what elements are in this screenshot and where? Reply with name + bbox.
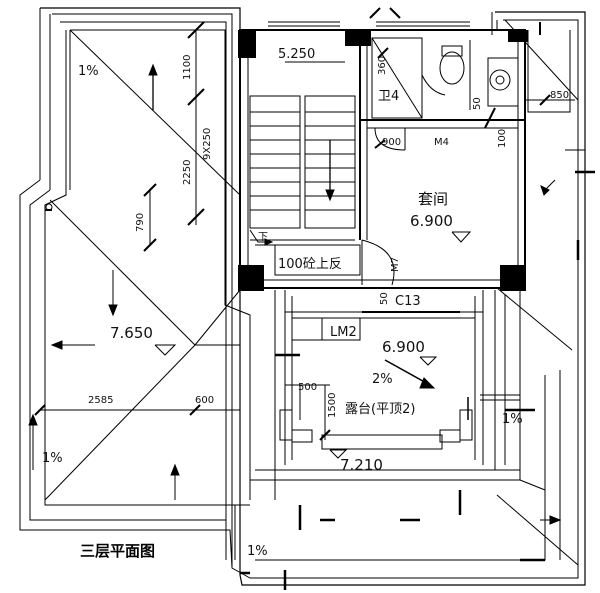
elevation-marker-roof [154, 344, 177, 356]
terrace-dim-500: 500 [298, 382, 317, 393]
stair-landing-elevation: 5.250 [278, 47, 315, 62]
door-lm2-label: LM2 [330, 325, 357, 340]
elevation-marker-terrace-lower [329, 449, 348, 459]
terrace-slope: 2% [372, 372, 393, 387]
bathroom-dim-360: 360 [377, 56, 388, 75]
bathroom-dim-100: 100 [497, 129, 508, 148]
concrete-curb-note: 100砼上反 [278, 257, 342, 272]
window-c13-label: C13 [395, 294, 421, 309]
plan-linework [19, 7, 595, 590]
dim-50-lower: 50 [379, 292, 390, 305]
elevation-marker-terrace [419, 356, 438, 366]
roof-dim-600: 600 [195, 395, 214, 406]
elevation-marker-suite [451, 231, 472, 243]
drawing-title: 三层平面图 [80, 542, 155, 560]
roof-slope-top-left: 1% [78, 64, 99, 79]
roof-slope-right: 1% [502, 412, 523, 427]
terrace-elevation: 6.900 [382, 338, 425, 356]
suite-dim-900: 900 [382, 137, 401, 148]
bathroom-dim-50: 50 [472, 97, 483, 110]
roof-slope-left: 1% [42, 451, 63, 466]
suite-door-label: M4 [434, 137, 449, 148]
dim-790: 790 [135, 213, 146, 232]
stair-tread-dims: 9X250 [202, 128, 213, 160]
suite-elevation: 6.900 [410, 212, 453, 230]
terrace-dim-1500: 1500 [327, 393, 338, 418]
stair-down-label: 下 [258, 232, 268, 243]
roof-slope-bottom: 1% [247, 544, 268, 559]
roof-main-elevation: 7.650 [110, 324, 153, 342]
suite-name: 套间 [418, 190, 448, 208]
structural-columns [238, 30, 528, 291]
roof-dim-2585: 2585 [88, 395, 113, 406]
dim-1100: 1100 [182, 55, 193, 80]
terrace-lower-elevation: 7.210 [340, 456, 383, 474]
terrace-name: 露台(平顶2) [345, 402, 415, 417]
bathroom-name: 卫4 [378, 89, 399, 104]
dim-2250: 2250 [182, 160, 193, 185]
door-m7-label: M7 [390, 257, 401, 272]
roof-dim-850: 850 [550, 90, 569, 101]
